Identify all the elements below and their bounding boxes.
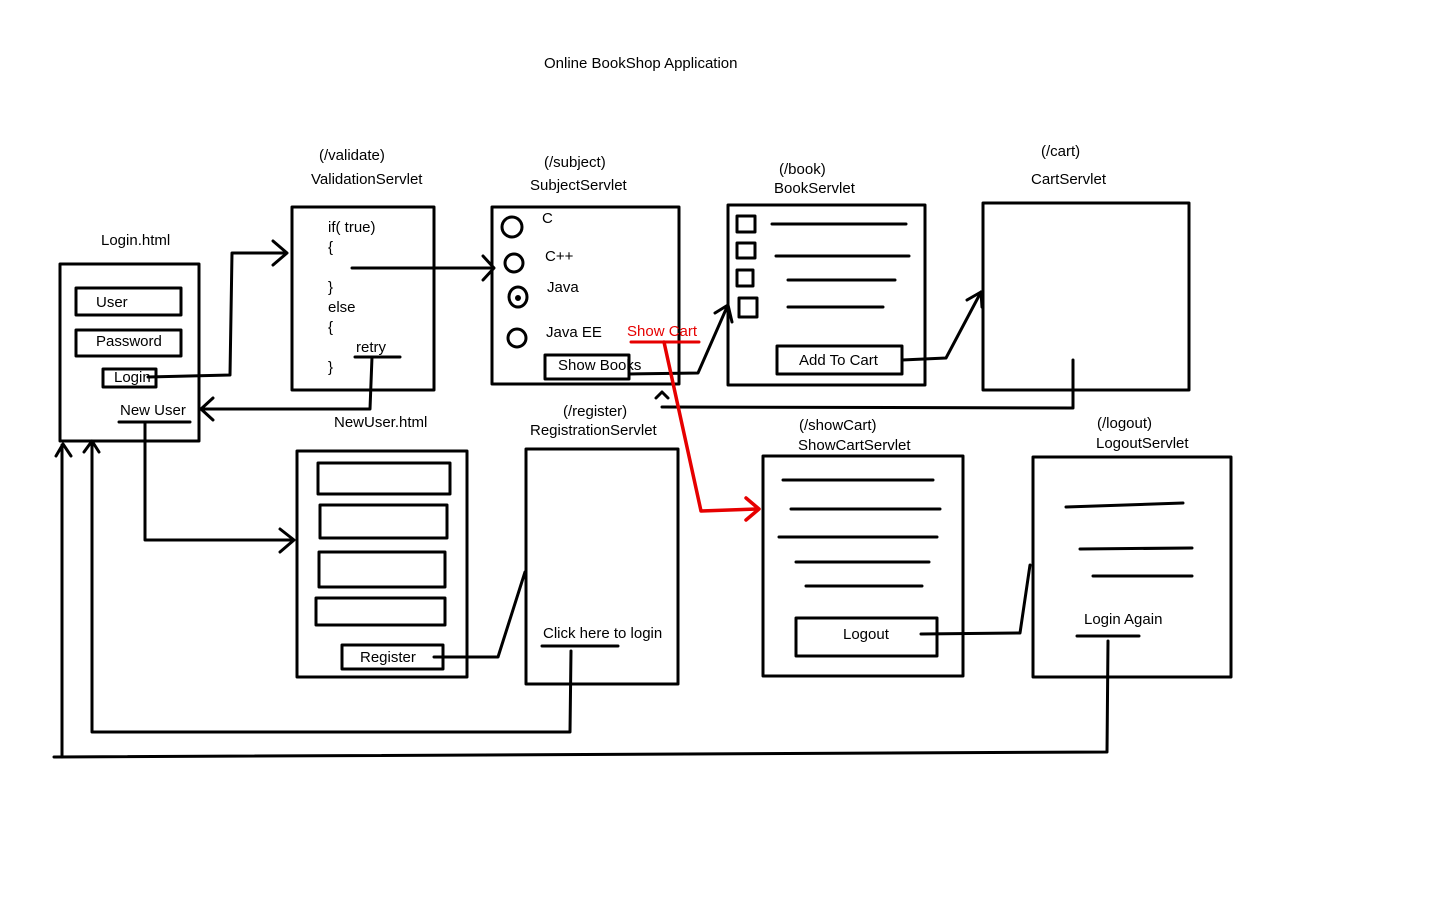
book-checkbox-4 <box>737 296 759 319</box>
retry-link[interactable]: retry <box>356 339 386 356</box>
register-button[interactable]: Register <box>360 649 416 666</box>
validation-servlet-name: ValidationServlet <box>311 171 423 188</box>
showcart-servlet-name: ShowCartServlet <box>798 437 911 454</box>
new-user-link[interactable]: New User <box>120 402 186 419</box>
arrowhead-validate <box>271 239 289 267</box>
logout-servlet-box <box>1031 455 1233 679</box>
radio-java <box>507 285 529 309</box>
arrowhead-showcart-red <box>744 496 761 522</box>
book-checkbox-2 <box>735 241 757 260</box>
validation-url: (/validate) <box>319 147 385 164</box>
arrowhead-book <box>713 303 734 324</box>
book-checkbox-3 <box>735 268 755 288</box>
cart-servlet-box <box>981 201 1191 392</box>
option-cpp-label: C++ <box>545 248 574 265</box>
showcart-servlet-box <box>761 454 965 678</box>
arrow-addtocart-to-cart <box>900 290 983 362</box>
arrowhead-subject <box>481 254 496 282</box>
book-url: (/book) <box>779 161 826 178</box>
registration-servlet-name: RegistrationServlet <box>530 422 657 439</box>
arrow-retry-to-login <box>199 355 374 411</box>
diagram-title: Online BookShop Application <box>544 55 738 72</box>
newuser-page-heading: NewUser.html <box>334 414 428 431</box>
code-line-open-1: { <box>328 239 334 256</box>
password-field <box>74 328 183 358</box>
code-line-open-2: { <box>328 319 334 336</box>
validation-servlet-box <box>290 205 436 392</box>
show-books-button-box <box>543 353 631 381</box>
code-line-close-1: } <box>328 279 334 296</box>
newuser-field-4 <box>314 596 447 627</box>
arrow-register-to-registration <box>432 570 527 659</box>
logout-button[interactable]: Logout <box>843 626 889 643</box>
user-field <box>74 286 183 317</box>
arrowhead-loginagain <box>54 442 73 458</box>
logout-line-2 <box>1078 546 1194 551</box>
newuser-field-3 <box>317 550 447 589</box>
add-to-cart-button[interactable]: Add To Cart <box>799 352 878 369</box>
arrowhead-newuser <box>278 527 296 554</box>
arrow-showcart-red <box>662 340 759 513</box>
arrow-loginagain-to-login <box>52 639 1110 759</box>
option-c-label: C <box>542 210 553 227</box>
subject-servlet-box <box>490 205 681 386</box>
arrow-login-to-validate <box>146 251 288 379</box>
arrowhead-retry <box>199 396 215 422</box>
showcart-url: (/showCart) <box>799 417 877 434</box>
arrowhead-cart-back <box>654 390 670 400</box>
arrowhead-loginlink <box>82 439 101 454</box>
registration-url: (/register) <box>563 403 628 420</box>
radio-c <box>500 215 524 239</box>
code-line-if: if( true) <box>328 219 376 236</box>
book-servlet-box <box>726 203 927 387</box>
arrowhead-cart <box>965 290 984 309</box>
subject-servlet-name: SubjectServlet <box>530 177 627 194</box>
login-again-link[interactable]: Login Again <box>1084 611 1163 628</box>
code-line-close-2: } <box>328 359 334 376</box>
newuser-field-1 <box>316 461 452 496</box>
registration-servlet-box <box>524 447 680 686</box>
option-java-label: Java <box>547 279 579 296</box>
password-label: Password <box>96 333 162 350</box>
radio-cpp <box>503 252 525 274</box>
arrow-cart-back-to-subject <box>660 358 1075 410</box>
book-servlet-name: BookServlet <box>774 180 855 197</box>
newuser-field-2 <box>318 503 449 540</box>
code-line-else: else <box>328 299 356 316</box>
book-checkbox-1 <box>735 214 757 234</box>
arrow-newuser-to-register <box>143 420 294 542</box>
show-books-button[interactable]: Show Books <box>558 357 642 374</box>
arrow-loginlink-to-login <box>90 439 573 734</box>
login-page-heading: Login.html <box>101 232 171 249</box>
logout-servlet-name: LogoutServlet <box>1096 435 1189 452</box>
logout-button-box <box>794 616 939 658</box>
logout-line-1 <box>1064 501 1185 509</box>
user-label: User <box>96 294 128 311</box>
login-button[interactable]: Login <box>114 369 151 386</box>
arrow-showbooks-to-book <box>627 305 729 376</box>
show-cart-link[interactable]: Show Cart <box>627 323 698 340</box>
logout-url: (/logout) <box>1097 415 1153 432</box>
click-here-to-login-link[interactable]: Click here to login <box>543 625 663 642</box>
arrow-logout-to-logoutservlet <box>919 563 1032 636</box>
newuser-page-box <box>295 449 469 679</box>
login-page-box <box>58 262 201 443</box>
radio-java-dot <box>515 295 521 301</box>
option-java-ee-label: Java EE <box>546 324 602 341</box>
radio-java-ee <box>506 327 528 349</box>
cart-servlet-name: CartServlet <box>1031 171 1107 188</box>
subject-url: (/subject) <box>544 154 606 171</box>
cart-url: (/cart) <box>1041 143 1081 160</box>
